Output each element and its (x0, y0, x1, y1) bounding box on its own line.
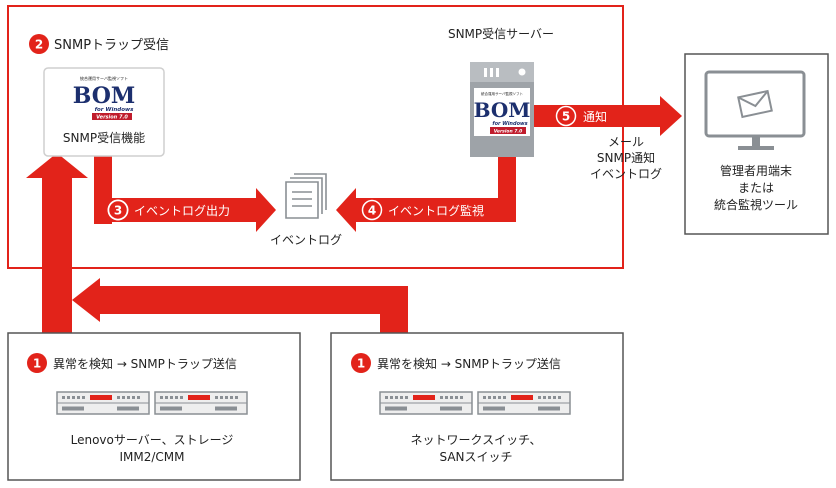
snmp-area-heading: 2 SNMPトラップ受信 (29, 34, 169, 54)
source-title: 異常を検知 → SNMPトラップ送信 (53, 356, 237, 371)
monitor-icon (704, 70, 806, 150)
notify-method: イベントログ (590, 167, 662, 181)
step-4-label: 4 イベントログ監視 (361, 199, 484, 221)
svg-text:統合運用サーバ監視ソフト: 統合運用サーバ監視ソフト (80, 75, 128, 81)
step-number: 1 (357, 357, 365, 371)
step-badge (351, 353, 371, 373)
bom-logo-server: 統合運用サーバ監視ソフト BOM for Windows Version 7.0 (474, 91, 531, 135)
notify-method: メール (608, 135, 644, 149)
admin-terminal-line: 管理者用端末 (720, 163, 792, 178)
bom-logo-sub: for Windows (95, 107, 134, 113)
bom-logo-version: Version 7.0 (96, 115, 128, 121)
admin-terminal-box: 管理者用端末 または 統合監視ツール (684, 53, 829, 235)
svg-text:BOM: BOM (474, 98, 531, 122)
bom-module-label: SNMP受信機能 (63, 130, 145, 145)
document-icon (285, 173, 327, 219)
source-line: Lenovoサーバー、ストレージ (71, 433, 234, 447)
admin-terminal-line: 統合監視ツール (714, 197, 798, 212)
bom-logo: 統合運用サーバ監視ソフト BOM for Windows Version 7.0 (73, 75, 136, 121)
source-box-network: 1 異常を検知 → SNMPトラップ送信 ネットワークスイッチ、 SANスイッチ (330, 332, 624, 481)
source-title: 異常を検知 → SNMPトラップ送信 (377, 356, 561, 371)
bom-logo-name: BOM (73, 83, 136, 109)
step-label: イベントログ出力 (134, 204, 230, 218)
snmp-area-title: SNMPトラップ受信 (54, 38, 169, 53)
step-number: 5 (562, 110, 570, 124)
arrow-from-network-devices (72, 278, 408, 333)
admin-terminal-line: または (738, 181, 774, 195)
source-line: SANスイッチ (439, 450, 512, 464)
bom-module: 統合運用サーバ監視ソフト BOM for Windows Version 7.0… (43, 67, 165, 157)
step-5-label: 5 通知 (555, 105, 607, 127)
step-number: 4 (368, 204, 376, 218)
source-box-servers: 1 異常を検知 → SNMPトラップ送信 Lenovoサーバー、ストレージ IM… (7, 332, 301, 481)
step-number: 3 (114, 204, 122, 218)
event-log: イベントログ (270, 173, 342, 247)
snmp-server-label: SNMP受信サーバー (448, 27, 554, 41)
step-3-label: 3 イベントログ出力 (106, 198, 230, 222)
arrow-to-snmp-receiver (26, 153, 88, 333)
step-badge (29, 34, 49, 54)
notify-method: SNMP通知 (597, 151, 655, 165)
rack-server-icon (56, 391, 248, 415)
step-label: イベントログ監視 (388, 203, 484, 218)
svg-text:Version 7.0: Version 7.0 (494, 129, 522, 135)
snmp-server: SNMP受信サーバー 統合運用サーバ監視ソフト BOM for Windows … (448, 27, 554, 157)
source-line: ネットワークスイッチ、 (411, 433, 542, 447)
step-number: 1 (33, 357, 41, 371)
source-line: IMM2/CMM (119, 450, 184, 464)
step-label: 通知 (583, 110, 607, 124)
step-number: 2 (35, 38, 43, 52)
notify-methods: メール SNMP通知 イベントログ (590, 135, 662, 181)
mail-icon (737, 89, 773, 119)
network-switch-icon (379, 391, 571, 415)
step-badge (27, 353, 47, 373)
event-log-label: イベントログ (270, 233, 342, 247)
svg-text:統合運用サーバ監視ソフト: 統合運用サーバ監視ソフト (481, 91, 523, 96)
svg-text:for Windows: for Windows (492, 121, 527, 127)
snmp-receive-area (7, 5, 624, 269)
arrow-event-log-monitor (336, 156, 516, 232)
